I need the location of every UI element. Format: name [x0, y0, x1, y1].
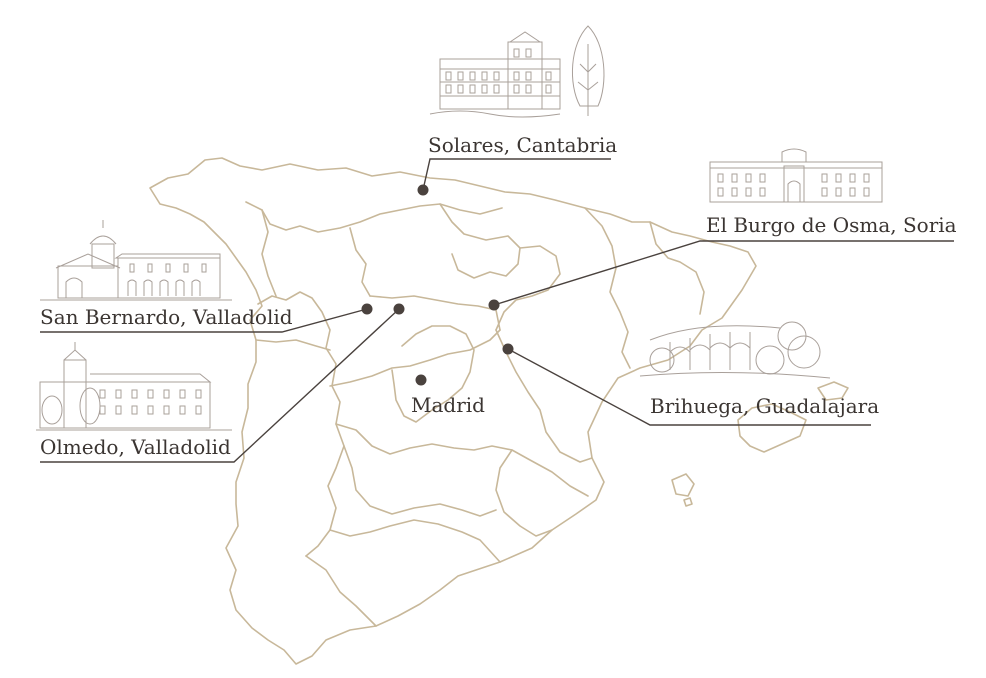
arched-ruins-with-trees-icon: [639, 321, 831, 379]
sanbernardo-label: San Bernardo, Valladolid: [40, 305, 293, 329]
menorca: [817, 381, 849, 401]
olmedo-marker: [393, 303, 405, 315]
burgo-label: El Burgo de Osma, Soria: [706, 213, 957, 237]
brihuega-marker: [502, 343, 514, 355]
madrid-marker: [415, 374, 427, 386]
madrid-label: Madrid: [411, 393, 485, 417]
burgo-leader: [493, 240, 954, 306]
convent-with-tower-icon: [36, 342, 232, 431]
solares-label: Solares, Cantabria: [428, 133, 618, 157]
manor-house-with-tree-icon: [429, 25, 605, 118]
baroque-palace-facade-icon: [709, 148, 883, 203]
ibiza: [671, 473, 695, 497]
mallorca: [737, 403, 807, 453]
brihuega-leader: [507, 348, 871, 426]
romanesque-monastery-icon: [40, 220, 232, 301]
solares-leader: [422, 158, 611, 191]
sanbernardo-leader: [40, 308, 368, 333]
olmedo-label: Olmedo, Valladolid: [40, 435, 231, 459]
brihuega-label: Brihuega, Guadalajara: [650, 394, 880, 418]
spain-outline: [149, 157, 757, 665]
burgo-marker: [488, 299, 500, 311]
olmedo-leader: [40, 308, 400, 463]
solares-marker: [417, 184, 429, 196]
sanbernardo-marker: [361, 303, 373, 315]
